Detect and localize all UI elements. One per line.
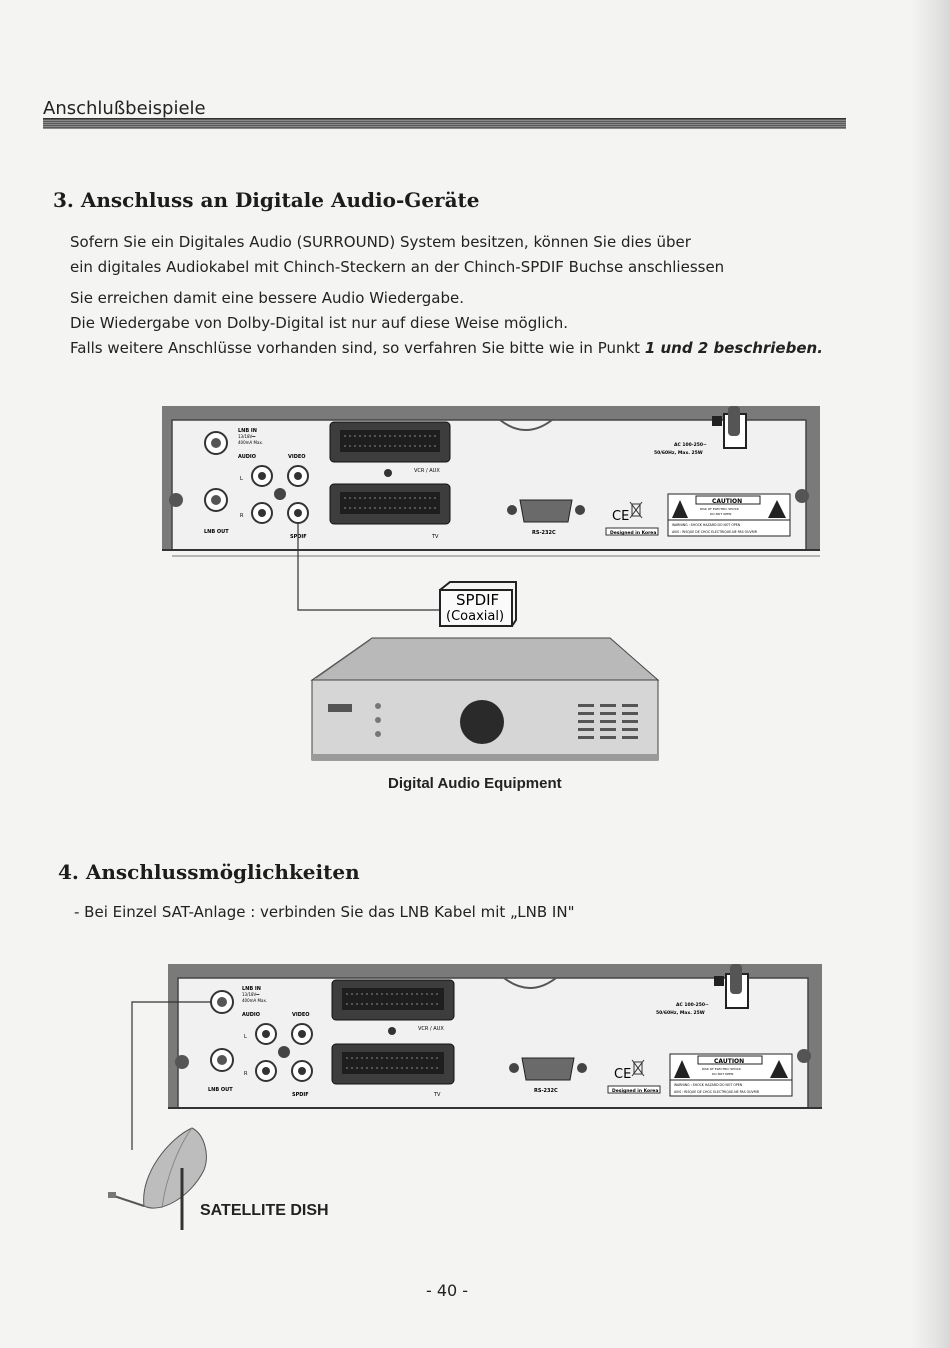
section-3-line-5-emphasis: 1 und 2 beschrieben. xyxy=(644,339,823,357)
page-number: - 40 - xyxy=(426,1281,469,1300)
weee-bin-icon xyxy=(631,1059,645,1077)
label-tv: TV xyxy=(431,534,439,540)
scart-tv xyxy=(329,483,451,525)
label-caution-sub-2: DO NOT OPEN xyxy=(710,512,731,516)
spdif-cable xyxy=(297,523,440,611)
receiver-rear-panel xyxy=(162,406,820,557)
power-switch xyxy=(712,416,722,426)
label-caution: CAUTION xyxy=(714,1058,744,1065)
label-vcr-aux: VCR / AUX xyxy=(418,1026,444,1032)
label-r: R xyxy=(240,513,244,519)
label-l: L xyxy=(240,476,243,482)
spdif-tag xyxy=(439,581,517,627)
section-3-line-1: Sofern Sie ein Digitales Audio (SURROUND… xyxy=(70,233,691,251)
diagram-spdif-connection: LNB IN 13/18V⎓ 400mA Max. LNB OUT AUDIO … xyxy=(162,406,820,761)
label-ac-1: AC 100-250~ xyxy=(674,442,707,448)
power-socket xyxy=(723,406,747,449)
rs232c-connector xyxy=(509,1057,587,1081)
ce-mark: CE xyxy=(612,509,629,524)
label-caution-sub-1: RISK OF ELECTRIC SHOCK xyxy=(700,507,740,511)
digital-audio-caption: Digital Audio Equipment xyxy=(388,775,562,792)
label-lnb-out: LNB OUT xyxy=(204,529,229,535)
label-audio: AUDIO xyxy=(242,1012,260,1018)
label-l: L xyxy=(244,1034,247,1040)
diagram-satellite-connection: LNB IN 13/18V⎓ 400mA Max. LNB OUT AUDIO … xyxy=(108,964,822,1230)
label-warning: WARNING : SHOCK HAZARD DO NOT OPEN xyxy=(674,1083,743,1087)
label-vcr-aux: VCR / AUX xyxy=(414,468,440,474)
label-warning: WARNING : SHOCK HAZARD DO NOT OPEN xyxy=(672,523,741,527)
power-switch xyxy=(714,976,724,986)
label-designed: Designed in Korea xyxy=(610,530,656,536)
label-audio: AUDIO xyxy=(238,454,256,460)
label-rs232c: RS-232C xyxy=(532,530,556,536)
section-3-heading: 3. Anschluss an Digitale Audio-Geräte xyxy=(53,188,480,212)
scart-vcr-aux xyxy=(329,421,451,463)
label-caution-sub-2: DO NOT OPEN xyxy=(712,1072,733,1076)
satellite-dish-caption: SATELLITE DISH xyxy=(200,1202,329,1219)
section-3-line-5: Falls weitere Anschlüsse vorhanden sind,… xyxy=(70,339,823,357)
label-rs232c: RS-232C xyxy=(534,1088,558,1094)
label-lnb-out: LNB OUT xyxy=(208,1087,233,1093)
panel-notch xyxy=(499,419,553,431)
header-rule xyxy=(43,118,846,129)
label-video: VIDEO xyxy=(292,1012,310,1018)
label-designed: Designed in Korea xyxy=(612,1088,658,1094)
label-ac-1: AC 100-250~ xyxy=(676,1002,709,1008)
panel-notch xyxy=(503,977,557,989)
label-lnb-in-spec-2: 400mA Max. xyxy=(242,998,267,1003)
label-r: R xyxy=(244,1071,248,1077)
lnb-out-connector xyxy=(210,1048,234,1072)
lnb-in-connector xyxy=(210,990,234,1014)
section-3-line-5-text: Falls weitere Anschlüsse vorhanden sind,… xyxy=(70,339,645,357)
label-lnb-in-spec-1: 13/18V⎓ xyxy=(242,992,260,997)
caution-label xyxy=(667,493,791,537)
label-tv: TV xyxy=(433,1092,441,1098)
label-lnb-in: LNB IN xyxy=(238,428,257,434)
label-ac-2: 50/60Hz, Max. 25W xyxy=(654,450,703,456)
satellite-dish xyxy=(108,1127,207,1230)
label-caution: CAUTION xyxy=(712,498,742,505)
power-socket xyxy=(725,964,749,1009)
label-caution-sub-1: RISK OF ELECTRIC SHOCK xyxy=(702,1067,742,1071)
ground-screw xyxy=(384,469,392,477)
section-3-line-3: Sie erreichen damit eine bessere Audio W… xyxy=(70,289,464,307)
designed-badge xyxy=(607,1085,661,1094)
scart-vcr-aux xyxy=(331,979,455,1021)
spdif-tag-line-1: SPDIF xyxy=(456,591,499,609)
lnb-in-connector xyxy=(204,431,228,455)
caution-label xyxy=(669,1053,793,1097)
rs232c-connector xyxy=(507,499,585,523)
section-3-line-2: ein digitales Audiokabel mit Chinch-Stec… xyxy=(70,258,725,276)
designed-badge xyxy=(605,527,659,536)
lnb-out-connector xyxy=(204,488,228,512)
ground-screw xyxy=(388,1027,396,1035)
page-edge-shadow xyxy=(910,0,950,1348)
rca-connectors xyxy=(251,465,309,524)
label-lnb-in-spec-2: 400mA Max. xyxy=(238,440,263,445)
lnb-cable xyxy=(131,1001,211,1150)
digital-audio-equipment xyxy=(310,637,660,761)
label-ac-2: 50/60Hz, Max. 25W xyxy=(656,1010,705,1016)
section-4-line: - Bei Einzel SAT-Anlage : verbinden Sie … xyxy=(74,903,575,921)
header-title: Anschlußbeispiele xyxy=(43,98,206,119)
label-lnb-in-spec-1: 13/18V⎓ xyxy=(238,434,256,439)
ce-mark: CE xyxy=(614,1067,631,1082)
label-video: VIDEO xyxy=(288,454,306,460)
rca-connectors xyxy=(255,1023,313,1082)
label-avis: AVIS : RISQUE DE CHOC ELECTRIQUE-NE PAS … xyxy=(672,530,758,534)
label-lnb-in: LNB IN xyxy=(242,986,261,992)
label-spdif: SPDIF xyxy=(292,1092,309,1098)
section-3-line-4: Die Wiedergabe von Dolby-Digital ist nur… xyxy=(70,314,569,332)
weee-bin-icon xyxy=(629,501,643,519)
spdif-tag-line-2: (Coaxial) xyxy=(446,609,504,624)
scart-tv xyxy=(331,1043,455,1085)
section-4-heading: 4. Anschlussmöglichkeiten xyxy=(58,860,360,884)
label-avis: AVIS : RISQUE DE CHOC ELECTRIQUE-NE PAS … xyxy=(674,1090,760,1094)
